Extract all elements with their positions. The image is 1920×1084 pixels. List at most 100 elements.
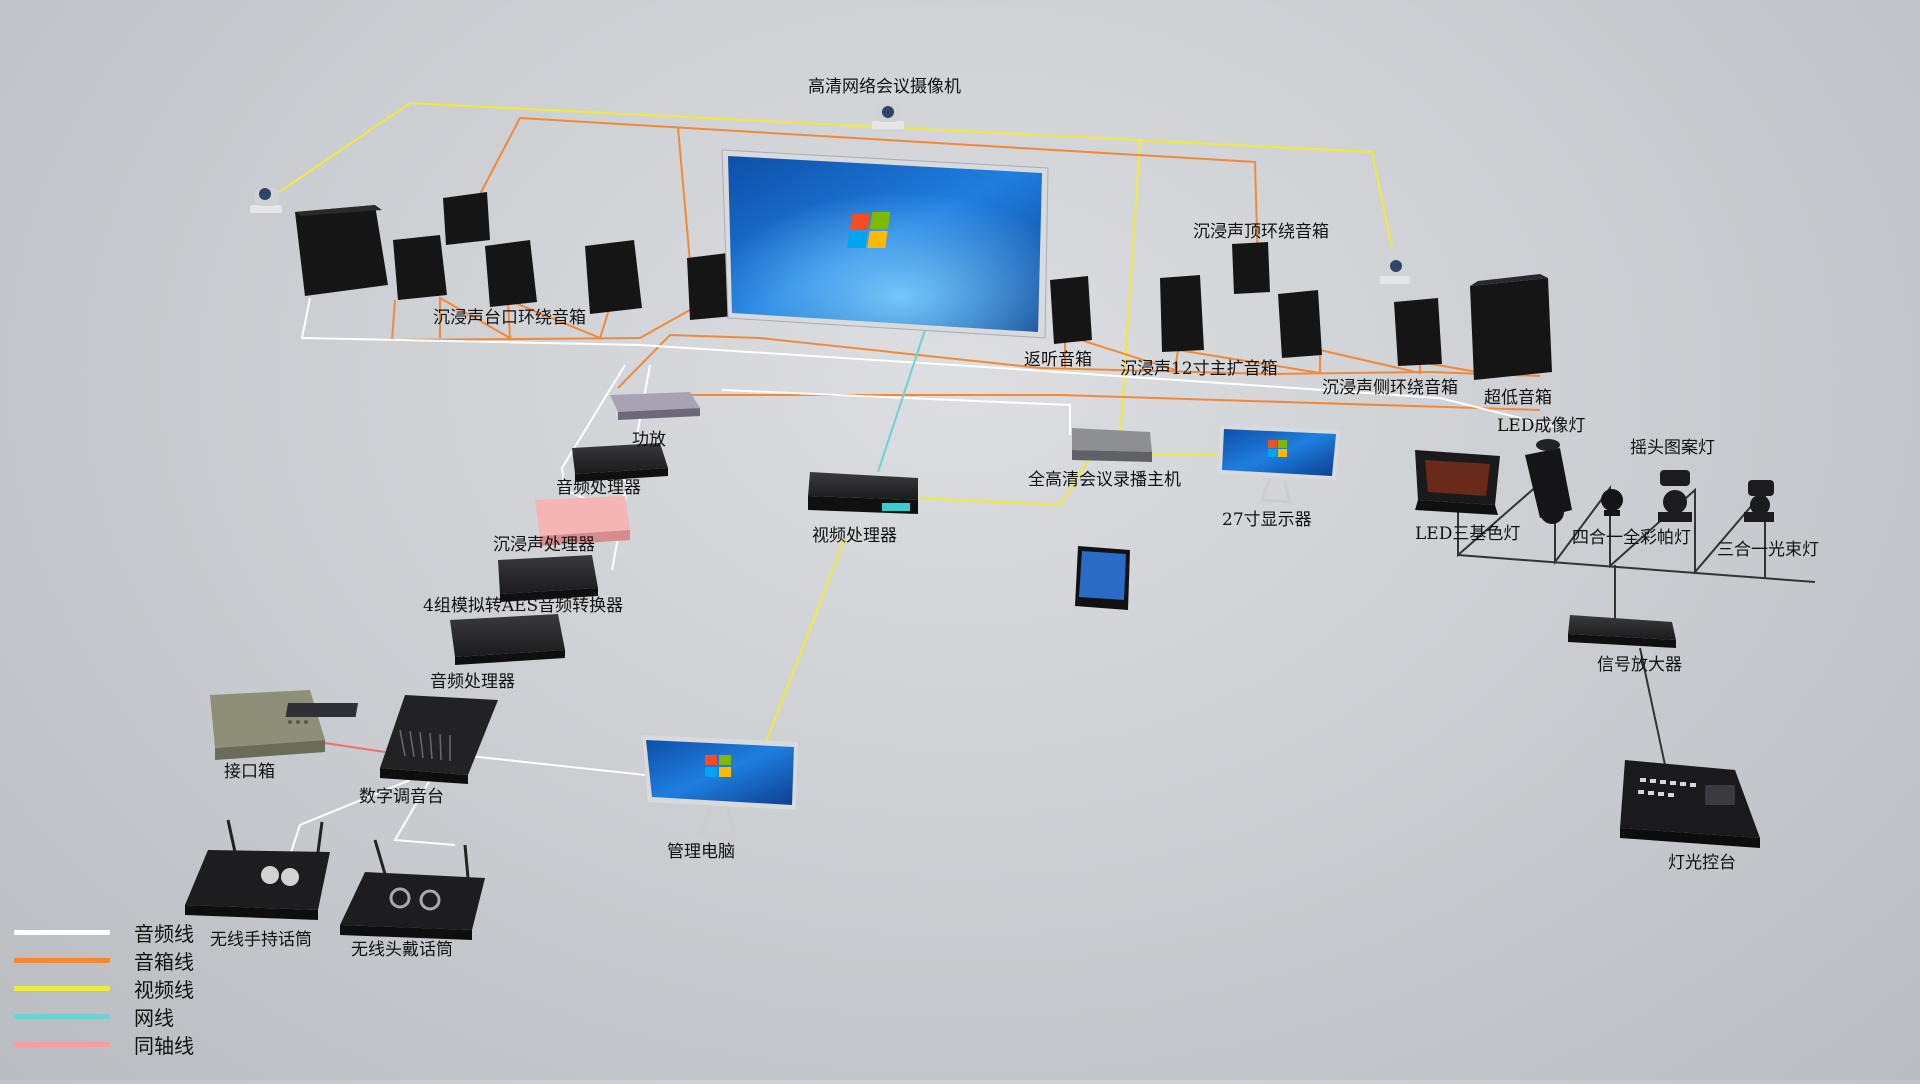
interface-box-device	[210, 690, 325, 760]
audio-line-mixer-mics	[289, 779, 411, 856]
label-hd-camera: 高清网络会议摄像机	[808, 77, 961, 97]
rack-device-icon	[450, 614, 565, 665]
rack-device-icon	[498, 555, 598, 602]
stage-light-icon	[1415, 450, 1500, 515]
label-main-12inch: 沉浸声12寸主扩音箱	[1120, 359, 1278, 379]
label-video-processor: 视频处理器	[812, 526, 897, 546]
label-immersive-processor: 沉浸声处理器	[493, 535, 595, 555]
stage-light-icon	[1744, 480, 1774, 522]
speaker-line-top	[477, 116, 1259, 271]
dmx-line-bus	[1457, 554, 1816, 583]
legend-item: 视频线	[14, 974, 194, 1002]
rack-device-icon	[572, 443, 668, 482]
speaker-line-amp-left	[617, 333, 1041, 389]
label-digital-mixer: 数字调音台	[359, 787, 444, 807]
immersive-processor-device	[535, 496, 630, 546]
speaker-cabinet-icon	[443, 192, 490, 245]
label-audio-processor-top: 音频处理器	[556, 478, 641, 498]
video-line-recorder-up	[1119, 139, 1141, 441]
coax-line-interface-mixer	[317, 741, 386, 753]
windows-display-icon	[1218, 425, 1340, 504]
legend-swatch	[14, 929, 110, 935]
label-management-pc: 管理电脑	[667, 842, 735, 862]
legend-swatch	[14, 985, 110, 991]
label-wireless-handheld: 无线手持话筒	[210, 930, 312, 950]
speaker-line-front	[390, 299, 691, 342]
dmx-line-console	[1639, 647, 1666, 766]
speaker-line-center	[677, 127, 691, 263]
audio-line-mixer-headset	[393, 779, 456, 846]
ptz-camera-icon	[872, 104, 904, 129]
label-subwoofer: 超低音箱	[1484, 388, 1552, 408]
ptz-camera-icon	[1380, 258, 1410, 284]
legend-label: 网线	[134, 1005, 174, 1030]
video-line-processor-pc	[764, 537, 846, 746]
label-monitor-27: 27寸显示器	[1222, 510, 1312, 530]
legend-swatch	[14, 957, 110, 963]
windows-display-icon	[642, 735, 798, 839]
stage-light-icon	[1601, 489, 1623, 516]
legend-label: 音箱线	[134, 949, 194, 974]
video-processor-device	[808, 472, 918, 514]
wireless-receiver-device	[185, 819, 330, 920]
label-recorder: 全高清会议录播主机	[1028, 470, 1181, 490]
label-side-surround: 沉浸声侧环绕音箱	[1322, 378, 1458, 398]
label-front-surround: 沉浸声台口环绕音箱	[433, 308, 586, 328]
label-light-console: 灯光控台	[1668, 853, 1736, 873]
speaker-cabinet-icon	[687, 253, 734, 320]
network-line-screen-processor	[877, 329, 926, 473]
label-monitor-speaker: 返听音箱	[1024, 350, 1092, 370]
speaker-cabinet-icon	[1278, 290, 1322, 358]
amplifier-device	[610, 392, 700, 420]
label-interface-box: 接口箱	[224, 762, 275, 782]
label-top-surround: 沉浸声顶环绕音箱	[1193, 222, 1329, 242]
label-moving-gobo: 摇头图案灯	[1630, 438, 1715, 458]
light-console-device	[1620, 760, 1760, 848]
signal-amp-device	[1568, 615, 1676, 648]
audio-line-left-rig	[300, 297, 1561, 429]
label-amplifier: 功放	[632, 430, 666, 450]
speaker-cabinet-icon	[1232, 242, 1270, 294]
label-par-light: 四合一全彩帕灯	[1572, 528, 1691, 548]
legend-item: 网线	[14, 1002, 194, 1030]
mixing-console-icon	[285, 695, 498, 784]
speaker-line-right-drops	[1064, 333, 1511, 378]
label-signal-amp: 信号放大器	[1597, 655, 1682, 675]
legend-label: 视频线	[134, 977, 194, 1002]
wireless-receiver-device	[340, 839, 485, 940]
speaker-cabinet-icon	[1394, 298, 1442, 366]
label-audio-processor-bottom: 音频处理器	[430, 672, 515, 692]
tablet-icon	[1075, 546, 1130, 610]
speaker-cabinet-icon	[485, 240, 537, 307]
video-line-processor-recorder	[914, 449, 1096, 507]
speaker-cabinet-icon	[1050, 276, 1092, 344]
windows-display-icon	[721, 149, 1049, 339]
dmx-line-drops	[1457, 467, 1766, 578]
audio-line-recorder-loop	[721, 389, 1071, 435]
label-beam-light: 三合一光束灯	[1717, 540, 1819, 560]
speaker-cabinet-icon	[1470, 274, 1552, 380]
cables	[274, 101, 1816, 856]
speaker-line-front-drops	[439, 296, 613, 340]
legend-swatch	[14, 1041, 110, 1047]
speaker-cabinet-icon	[295, 205, 388, 296]
legend-label: 同轴线	[134, 1033, 194, 1058]
legend-label: 音频线	[134, 921, 194, 946]
stage-light-icon	[1525, 439, 1572, 524]
ptz-camera-icon	[250, 188, 282, 213]
audio-line-mixer-pc	[459, 754, 646, 776]
speaker-cabinet-icon	[393, 235, 447, 300]
speaker-cabinet-icon	[585, 240, 642, 314]
stage-light-icon	[1658, 470, 1692, 522]
legend-item: 音频线	[14, 918, 194, 946]
legend: 音频线 音箱线 视频线 网线 同轴线	[14, 918, 194, 1058]
label-led-rgb: LED三基色灯	[1415, 524, 1521, 544]
label-wireless-headset: 无线头戴话筒	[351, 940, 453, 960]
legend-swatch	[14, 1013, 110, 1019]
label-led-imaging: LED成像灯	[1497, 416, 1586, 436]
label-aes-converter: 4组模拟转AES音频转换器	[423, 596, 624, 616]
legend-item: 音箱线	[14, 946, 194, 974]
recorder-device	[1072, 428, 1152, 462]
